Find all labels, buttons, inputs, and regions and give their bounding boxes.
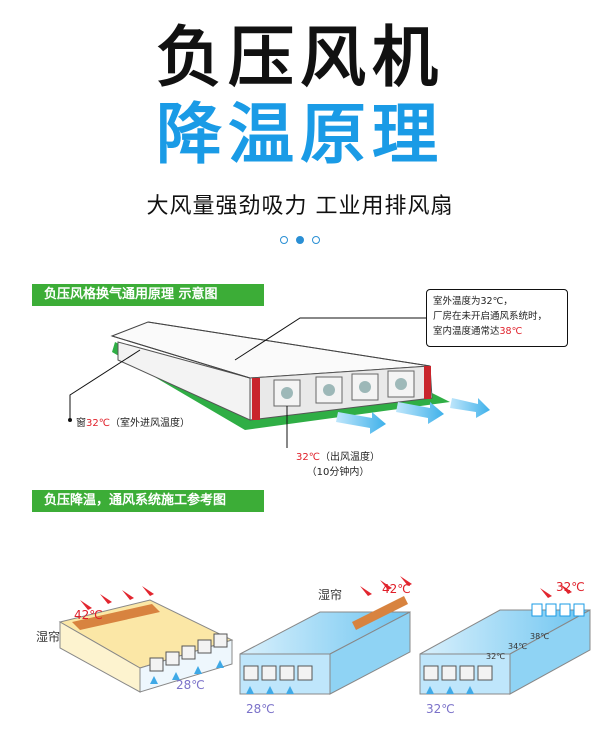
callout-line1: 室外温度为32℃， xyxy=(433,296,513,307)
diagram-3 xyxy=(419,584,591,695)
section1-banner: 负压风格换气通用原理 示意图 xyxy=(32,284,264,306)
diagram2-curtain-label: 湿帘 xyxy=(318,588,343,602)
callout-line3: 室内温度通常达38℃ xyxy=(433,326,523,337)
diagram3-inner-temp-1: 32℃ xyxy=(486,652,506,661)
diagram1-in-temp: 42℃ xyxy=(74,608,103,622)
diagram-1 xyxy=(58,586,234,693)
airflow-arrows xyxy=(336,398,490,434)
carousel-dot-2[interactable] xyxy=(296,236,304,244)
diagram3-inner-temp-2: 34℃ xyxy=(508,642,528,651)
carousel-dot-3[interactable] xyxy=(312,236,320,244)
carousel-dot-1[interactable] xyxy=(280,236,288,244)
diagram3-inner-temp-3: 38℃ xyxy=(530,632,550,641)
diagram3-in-temp: 32℃ xyxy=(556,580,585,594)
subtitle: 大风量强劲吸力 工业用排风扇 xyxy=(146,194,454,219)
ground xyxy=(112,342,450,430)
carousel-indicators xyxy=(0,236,600,244)
main-title-line2: 降温原理 xyxy=(156,96,444,173)
diagram3-out-temp: 32℃ xyxy=(426,702,455,716)
indoor-temp-callout: 室外温度为32℃， 厂房在未开启通风系统时， 室内温度通常达38℃ xyxy=(426,289,568,347)
exhaust-fans xyxy=(273,370,415,407)
section2-banner: 负压降温，通风系统施工参考图 xyxy=(32,490,264,512)
main-title-line1: 负压风机 xyxy=(156,19,444,96)
diagram-2 xyxy=(239,576,412,695)
diagram2-in-temp: 42℃ xyxy=(382,582,411,596)
window-temp-label: 窗32℃（室外进风温度） xyxy=(76,418,190,429)
callout-line2: 厂房在未开启通风系统时， xyxy=(433,311,548,322)
diagram1-curtain-label: 湿帘 xyxy=(36,630,61,644)
diagram2-out-temp: 28℃ xyxy=(246,702,275,716)
diagram1-out-temp: 28℃ xyxy=(176,678,205,692)
outlet-temp-label: 32℃（出风温度） （10分钟内） xyxy=(296,452,380,478)
